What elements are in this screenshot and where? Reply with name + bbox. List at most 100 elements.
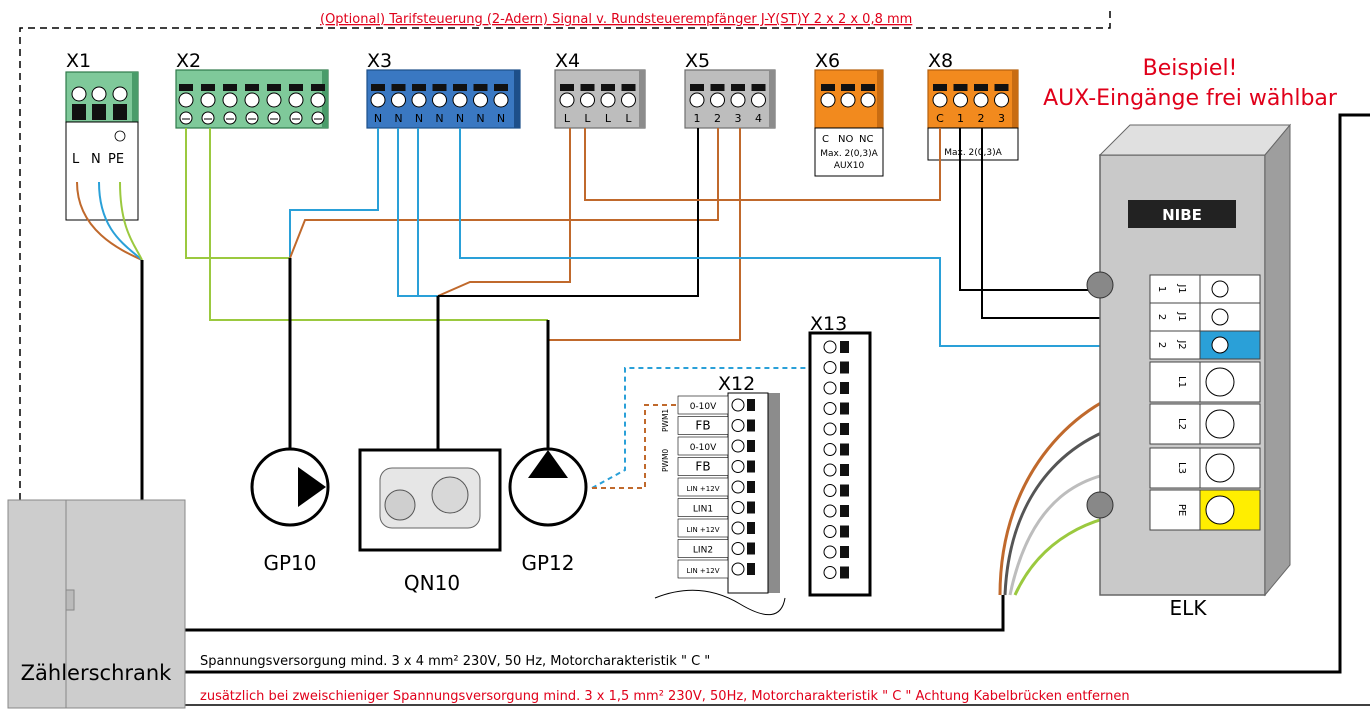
pin-label: 2 xyxy=(978,112,985,125)
x13-slot xyxy=(840,423,849,435)
x12-pin xyxy=(731,419,745,432)
terminal-x12-label: X12 xyxy=(718,373,755,395)
qn10-label: QN10 xyxy=(404,571,460,595)
pin-screw xyxy=(493,92,509,108)
x12-row-box xyxy=(677,518,729,538)
elk-terminal-num: 2 xyxy=(1156,342,1167,348)
elk-screw xyxy=(1211,280,1229,298)
pin-label: C xyxy=(936,112,944,125)
pin-screw xyxy=(973,92,989,108)
pin-screw xyxy=(288,92,304,108)
x12-slot xyxy=(747,460,755,473)
elk-screw xyxy=(1205,367,1235,397)
pin-slot xyxy=(432,84,447,91)
pin-label: N xyxy=(456,112,464,125)
x12-pwm1: PWM1 xyxy=(661,409,670,432)
x13-pin xyxy=(823,484,837,497)
x12-pin xyxy=(731,460,745,473)
gp10-label: GP10 xyxy=(263,551,316,575)
x13-slot xyxy=(840,525,849,538)
pin-slot xyxy=(245,84,259,91)
elk-screw xyxy=(1205,453,1235,483)
x13-pin xyxy=(823,545,837,559)
pin-screw xyxy=(730,92,746,108)
pin-label: L xyxy=(584,112,591,125)
pin-label: 4 xyxy=(755,112,762,125)
pin-screw xyxy=(840,92,856,108)
pin-label: N xyxy=(374,112,382,125)
x6-aux: AUX10 xyxy=(834,161,865,171)
terminal-x13-label: X13 xyxy=(810,313,847,335)
x13-slot xyxy=(840,464,849,476)
pin-label: N xyxy=(497,112,505,125)
elk-terminal-name: L2 xyxy=(1176,418,1187,430)
x13-slot xyxy=(840,443,849,456)
meter-cabinet: Zählerschrank xyxy=(7,499,186,709)
ground-icon xyxy=(245,111,259,125)
pin-screw xyxy=(178,92,194,108)
example-note-title: Beispiel! xyxy=(1143,56,1238,81)
pin-slot xyxy=(201,84,215,91)
pin-slot xyxy=(289,84,303,91)
pin-slot xyxy=(560,84,574,91)
valve-qn10: QN10 xyxy=(358,448,502,595)
ground-icon xyxy=(201,111,215,125)
pin-screw xyxy=(559,92,575,108)
x12-row-box xyxy=(677,477,729,497)
ground-icon xyxy=(179,111,193,125)
x13-pin xyxy=(823,566,837,579)
x12-row-label: LIN2 xyxy=(693,546,713,556)
terminal-x1: X1 L N PE xyxy=(65,50,139,221)
x12-slot xyxy=(747,419,755,432)
elk-screw xyxy=(1205,409,1235,439)
pin-slot xyxy=(953,84,968,91)
cabinet-label: Zählerschrank xyxy=(21,661,173,685)
x12-pin xyxy=(731,542,745,555)
pin-screw xyxy=(473,92,488,108)
elk-terminal-cell xyxy=(1199,274,1261,304)
pin-screw xyxy=(310,92,326,108)
pin-screw xyxy=(266,92,282,108)
pin-label: N xyxy=(415,112,423,125)
x12-row-box xyxy=(677,457,729,476)
x13-pin xyxy=(823,443,837,456)
pin-slot xyxy=(179,84,193,91)
x12-row-label: FB xyxy=(695,419,710,433)
x12-row-box xyxy=(677,436,729,456)
pin-slot xyxy=(267,84,281,91)
elk-terminal-num: 1 xyxy=(1156,286,1167,292)
terminal-x6-label: X6 xyxy=(815,50,840,72)
x13-slot xyxy=(840,341,849,353)
top-signal-note: (Optional) Tarifsteuerung (2-Adern) Sign… xyxy=(320,12,912,27)
terminal-x8-label: X8 xyxy=(928,50,953,72)
x6-pin-no: NO xyxy=(838,134,853,145)
elk-label: ELK xyxy=(1170,596,1208,620)
terminal-x2-label: X2 xyxy=(176,50,201,72)
pin-slot xyxy=(621,84,636,91)
terminal-x6: X6 C NO NC Max. 2(0,3)A AUX10 xyxy=(814,50,884,177)
pin-screw xyxy=(994,92,1009,108)
pin-label: N xyxy=(394,112,402,125)
pin-slot xyxy=(473,84,488,91)
pin-label: L xyxy=(605,112,612,125)
terminal-x3-label: X3 xyxy=(367,50,392,72)
elk-terminal-name: L3 xyxy=(1176,462,1187,474)
x12-row-label: FB xyxy=(695,460,710,474)
x12-pin xyxy=(731,439,745,453)
terminal-x4-label: X4 xyxy=(555,50,580,72)
x8-rating: Max. 2(0,3)A xyxy=(944,148,1002,158)
x1-pin-n: N xyxy=(91,152,101,167)
ground-icon xyxy=(289,111,303,125)
pin-screw xyxy=(932,92,948,108)
pin-screw xyxy=(710,92,725,108)
x12-pin xyxy=(731,398,745,412)
x13-slot xyxy=(840,546,849,558)
supply-extra-note: zusätzlich bei zweischieniger Spannungsv… xyxy=(200,689,1130,704)
pin-label: N xyxy=(476,112,484,125)
optional-signal-line: (Optional) Tarifsteuerung (2-Adern) Sign… xyxy=(19,10,1111,500)
x13-pin xyxy=(823,422,837,436)
